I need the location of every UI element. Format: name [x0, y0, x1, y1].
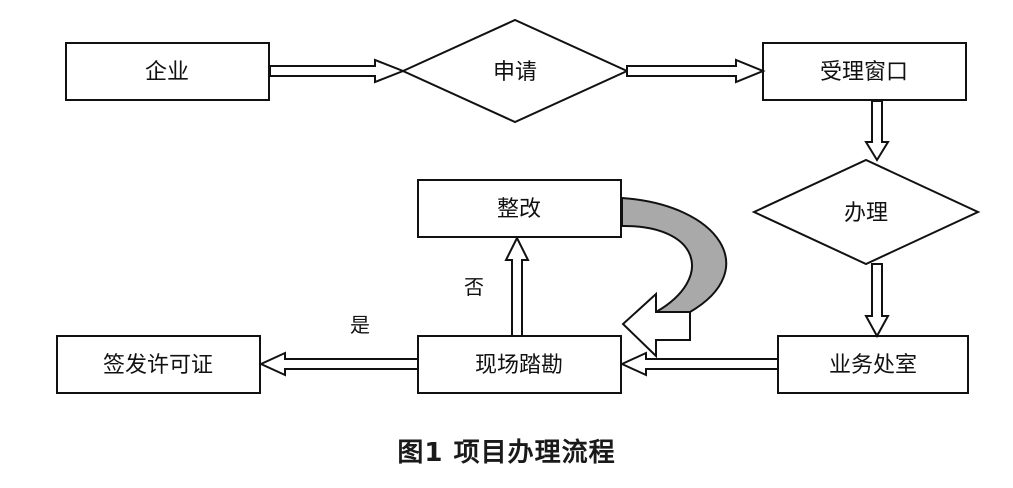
arrow-rectify-inspection [621, 197, 728, 359]
node-rectify-label: 整改 [497, 197, 541, 222]
arrow-company-apply [269, 58, 406, 84]
node-inspection: 现场踏勘 [417, 335, 622, 394]
node-handle-label: 办理 [844, 201, 888, 226]
node-department-label: 业务处室 [829, 353, 917, 378]
arrow-handle-department [864, 263, 890, 339]
arrow-inspection-issue [258, 351, 419, 377]
figure-caption: 图1 项目办理流程 [397, 438, 616, 468]
edge-label-yes: 是 [350, 313, 370, 337]
edge-label-no: 否 [464, 275, 484, 299]
node-window: 受理窗口 [762, 42, 967, 101]
arrow-department-inspection [619, 351, 779, 377]
node-department: 业务处室 [777, 335, 969, 394]
node-company: 企业 [65, 42, 270, 101]
flowchart: 企业 申请 受理窗口 办理 业务处室 现场踏勘 整改 签发许可证 [56, 18, 981, 394]
node-apply-label: 申请 [493, 60, 537, 85]
node-handle: 办理 [751, 158, 981, 266]
node-window-label: 受理窗口 [820, 60, 908, 85]
node-apply: 申请 [400, 18, 630, 124]
arrow-window-handle [864, 100, 890, 162]
node-issue-label: 签发许可证 [103, 353, 213, 378]
node-rectify: 整改 [417, 179, 622, 238]
arrow-inspection-rectify [504, 235, 530, 337]
node-company-label: 企业 [145, 60, 189, 85]
node-inspection-label: 现场踏勘 [475, 353, 563, 378]
node-issue: 签发许可证 [56, 335, 261, 394]
arrow-apply-window [626, 58, 766, 84]
